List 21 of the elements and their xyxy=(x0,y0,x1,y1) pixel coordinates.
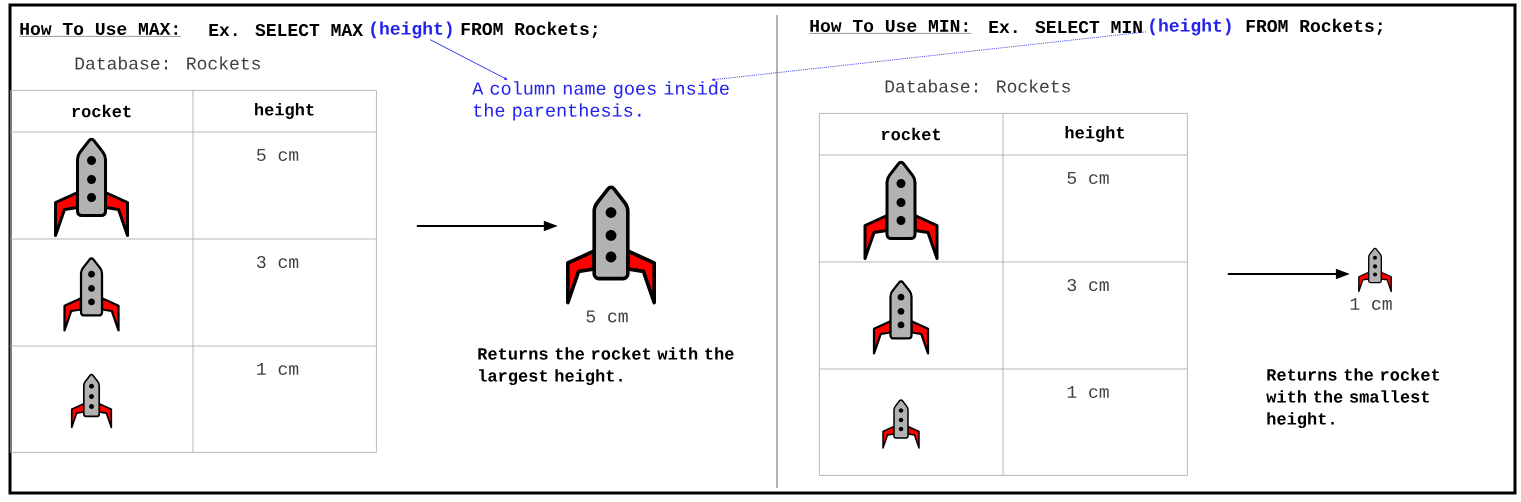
result-text: Returns the rocket with the smallest height. xyxy=(1266,368,1440,429)
query-text: FROM Rockets; xyxy=(461,21,597,39)
highlighted-text: (height) xyxy=(371,21,452,39)
size-label: 5 cm xyxy=(586,310,628,323)
heading: How To Use MIN: xyxy=(809,20,972,34)
query-text: Ex. SELECT MIN xyxy=(989,20,1142,34)
leader-line xyxy=(429,39,508,80)
rocket-drawing xyxy=(1358,247,1392,293)
size-label: 1 cm xyxy=(1350,297,1392,310)
table: rocket height 5 cm 3 cm 1 cm xyxy=(9,89,377,453)
heading: How To Use MAX: xyxy=(19,23,182,37)
result-text: Returns the rocket with the largest height. xyxy=(478,347,734,386)
query-text: Ex. SELECT MAX xyxy=(209,23,363,37)
rocket-drawing xyxy=(566,185,656,305)
table: rocket height 5 cm 3 cm 1 cm xyxy=(818,112,1188,476)
note-text: A column name goes inside the parenthesis. xyxy=(472,81,729,121)
leader-line xyxy=(711,31,1147,81)
highlighted-text: (height) xyxy=(1150,18,1231,36)
database-label: Database: Rockets xyxy=(885,79,1070,93)
query-text: FROM Rockets; xyxy=(1246,18,1382,36)
database-label: Database: Rockets xyxy=(75,56,260,70)
